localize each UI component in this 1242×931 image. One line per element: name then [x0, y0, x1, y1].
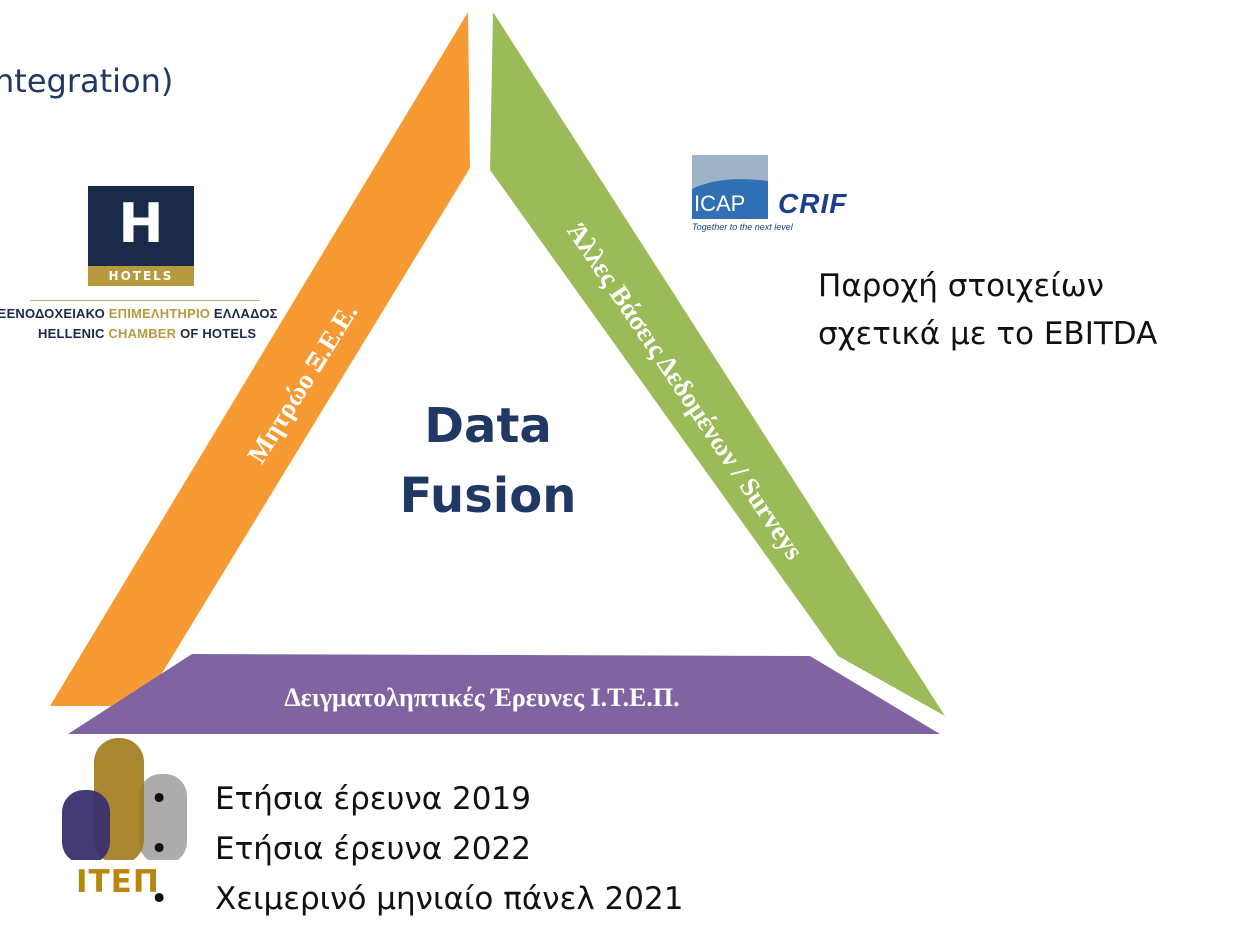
survey-item-label: Ετήσια έρευνα 2022	[215, 831, 531, 867]
hotels-logo: H HOTELS	[88, 186, 194, 286]
bullet-icon: •	[150, 831, 169, 867]
chamber-greek-name: ΞΕΝΟΔΟΧΕΙΑΚΟ ΕΠΙΜΕΛΗΤΗΡΙΟ ΕΛΛΑΔΟΣ	[0, 306, 278, 321]
icap-logo-text: ICAP	[694, 191, 746, 216]
survey-list-item: • Χειμερινό μηνιαίο πάνελ 2021	[150, 874, 683, 924]
subtitle-fragment: ntegration)	[0, 62, 174, 100]
chamber-english-part2: CHAMBER	[108, 326, 177, 341]
left-band	[50, 12, 470, 706]
hotels-divider	[30, 300, 260, 301]
right-side-label: Άλλες Βάσεις Δεδομένων / Surveys	[561, 217, 809, 565]
bottom-band	[68, 654, 940, 734]
survey-item-label: Ετήσια έρευνα 2019	[215, 781, 531, 817]
ebitda-note-line2: σχετικά με το EBITDA	[818, 316, 1158, 352]
center-title-line2: Fusion	[400, 468, 577, 524]
chamber-greek-part3: ΕΛΛΑΔΟΣ	[210, 306, 278, 321]
bottom-side-label: Δειγματοληπτικές Έρευνες Ι.Τ.Ε.Π.	[284, 683, 679, 712]
chamber-english-part1: HELLENIC	[38, 326, 109, 341]
icap-tagline: Together to the next level	[692, 222, 793, 232]
chamber-english-name: HELLENIC CHAMBER OF HOTELS	[38, 326, 256, 341]
itep-logo-text: ΙΤΕΠ	[76, 864, 160, 900]
ebitda-note: Παροχή στοιχείων σχετικά με το EBITDA	[818, 262, 1157, 358]
icap-logo: ICAP	[692, 155, 768, 219]
center-title-line1: Data	[424, 398, 552, 454]
bullet-icon: •	[150, 781, 169, 817]
chamber-greek-part2: ΕΠΙΜΕΛΗΤΗΡΙΟ	[108, 306, 211, 321]
hotels-logo-word: HOTELS	[88, 266, 194, 286]
icap-logo-swoosh-icon	[692, 155, 768, 189]
chamber-greek-part1: ΞΕΝΟΔΟΧΕΙΑΚΟ	[0, 306, 109, 321]
survey-list-item: • Ετήσια έρευνα 2022	[150, 824, 683, 874]
survey-list-item: • Ετήσια έρευνα 2019	[150, 774, 683, 824]
chamber-english-part3: OF HOTELS	[176, 326, 257, 341]
hotels-logo-letter: H	[118, 192, 164, 255]
survey-item-label: Χειμερινό μηνιαίο πάνελ 2021	[215, 881, 684, 917]
itep-logo: ΙΤΕΠ	[58, 730, 188, 900]
right-band	[490, 12, 945, 716]
itep-logo-shapes-icon	[62, 738, 187, 860]
crif-logo-text: CRIF	[778, 188, 848, 219]
ebitda-note-line1: Παροχή στοιχείων	[818, 268, 1104, 304]
bullet-icon: •	[150, 881, 169, 917]
survey-list: •Ετήσια έρευνα 2019 •Ετήσια έρευνα 2022 …	[150, 774, 683, 924]
